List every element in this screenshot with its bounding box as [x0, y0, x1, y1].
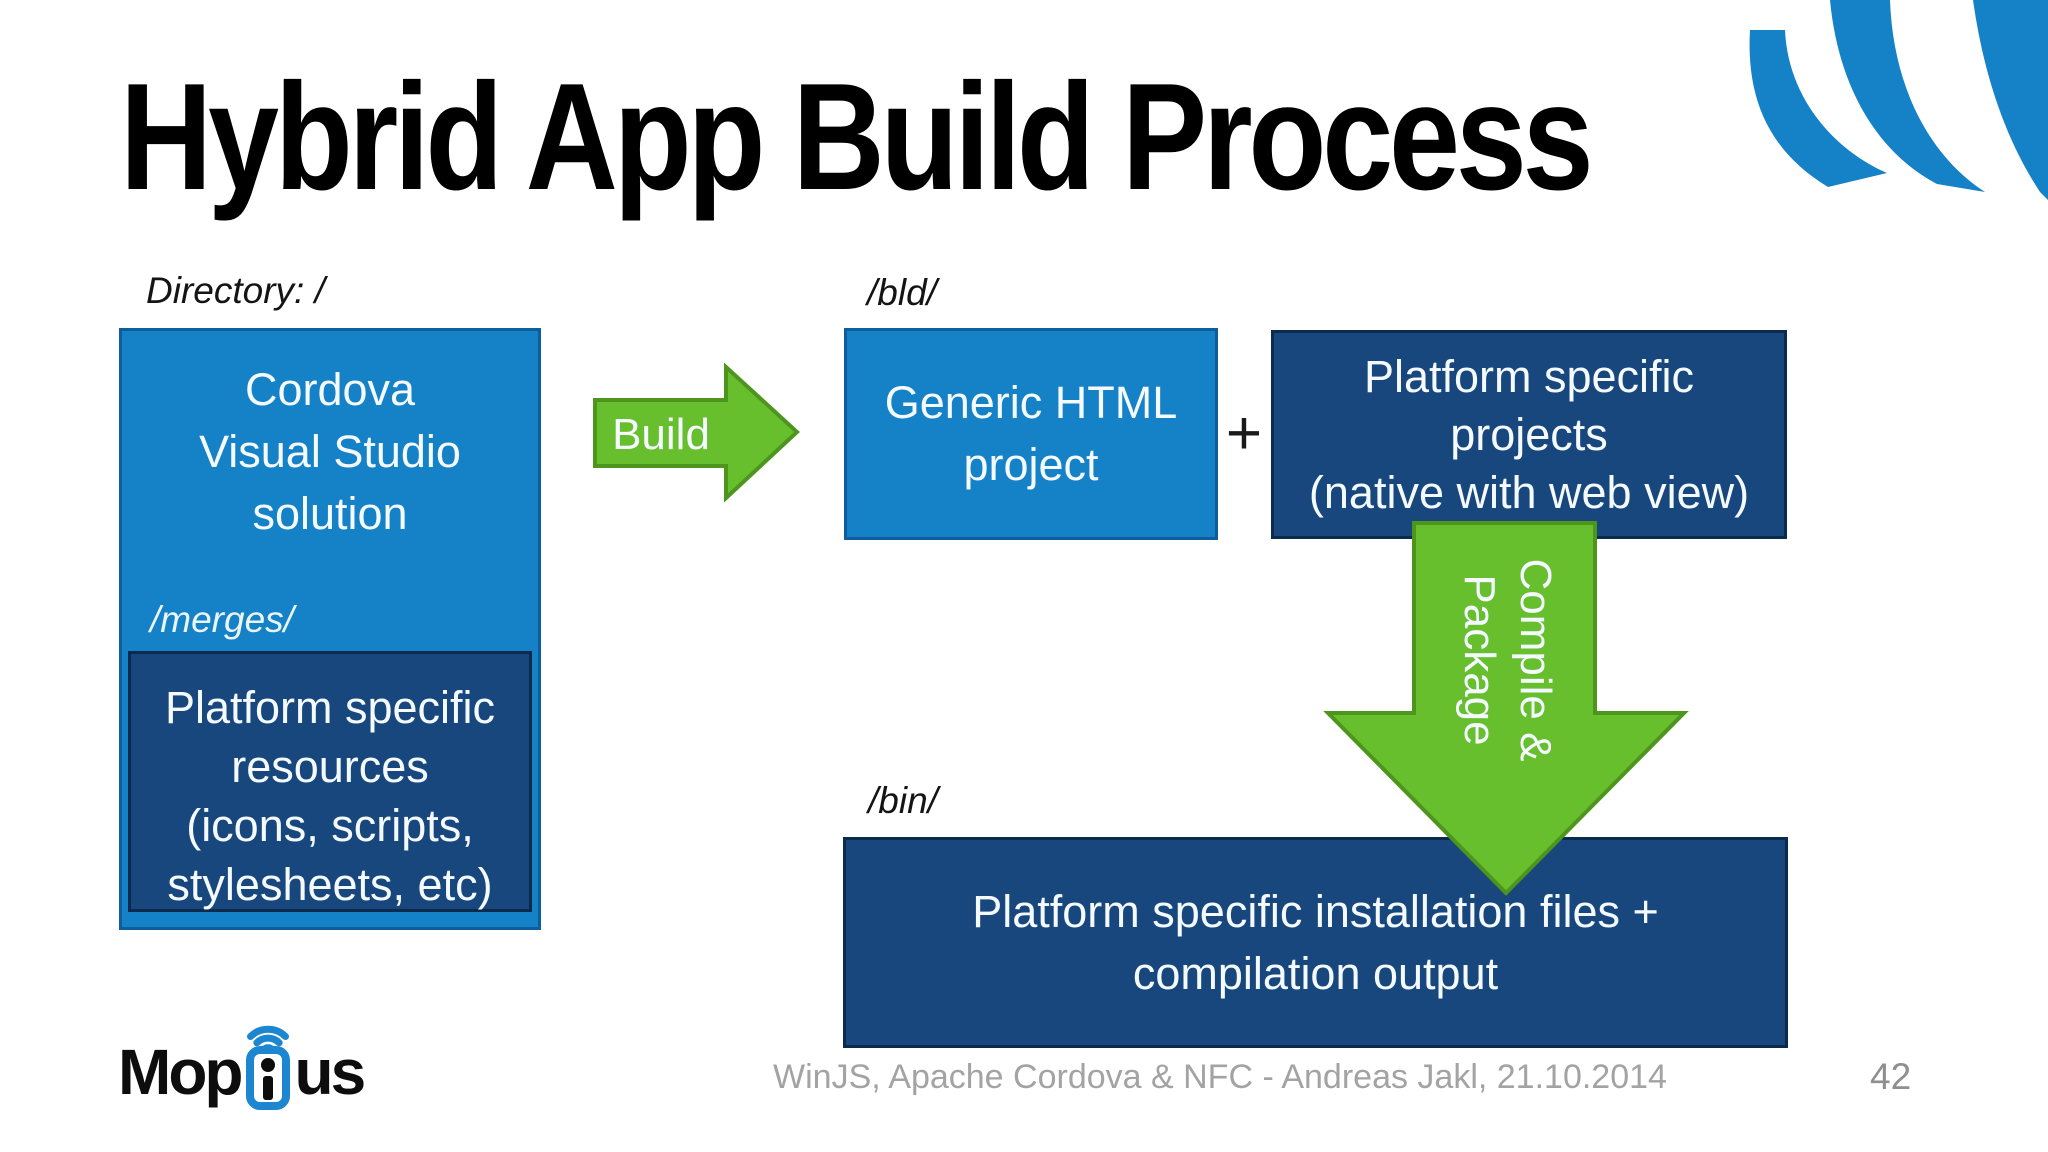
- platform-resources-box: Platform specific resources (icons, scri…: [128, 651, 532, 912]
- plus-operator: +: [1225, 399, 1263, 468]
- mopius-logo: Mop us: [118, 1008, 367, 1112]
- generic-html-text: Generic HTML project: [884, 377, 1178, 490]
- generic-html-box: Generic HTML project: [844, 328, 1218, 540]
- compile-package-label: Compile & Package: [1455, 558, 1560, 762]
- directory-bld-label: /bld/: [867, 272, 937, 313]
- page-title: Hybrid App Build Process: [120, 52, 1594, 222]
- build-arrow-icon: Build: [593, 362, 800, 503]
- cordova-solution-text: Cordova Visual Studio solution: [199, 364, 461, 539]
- phone-wifi-icon: [245, 1025, 290, 1110]
- build-arrow-label: Build: [612, 410, 710, 459]
- mopius-logo-text-right: us: [294, 1036, 367, 1108]
- platform-resources-text: Platform specific resources (icons, scri…: [164, 681, 496, 910]
- directory-merges-label: /merges/: [150, 599, 294, 640]
- directory-bin-label: /bin/: [868, 780, 938, 821]
- footer-text: WinJS, Apache Cordova & NFC - Andreas Ja…: [773, 1058, 1667, 1096]
- page-number: 42: [1870, 1056, 1912, 1097]
- mopius-logo-text-left: Mop: [118, 1036, 243, 1108]
- wifi-arcs-icon: [1749, 0, 2048, 200]
- directory-root-label: Directory: /: [146, 270, 325, 311]
- installation-files-box: Platform specific installation files + c…: [843, 837, 1788, 1048]
- compile-package-arrow-icon: [1323, 521, 1689, 896]
- platform-projects-box: Platform specific projects (native with …: [1271, 330, 1787, 539]
- cordova-solution-box: Cordova Visual Studio solution /merges/ …: [119, 328, 541, 930]
- installation-files-text: Platform specific installation files + c…: [972, 885, 1659, 999]
- platform-projects-text: Platform specific projects (native with …: [1308, 350, 1750, 518]
